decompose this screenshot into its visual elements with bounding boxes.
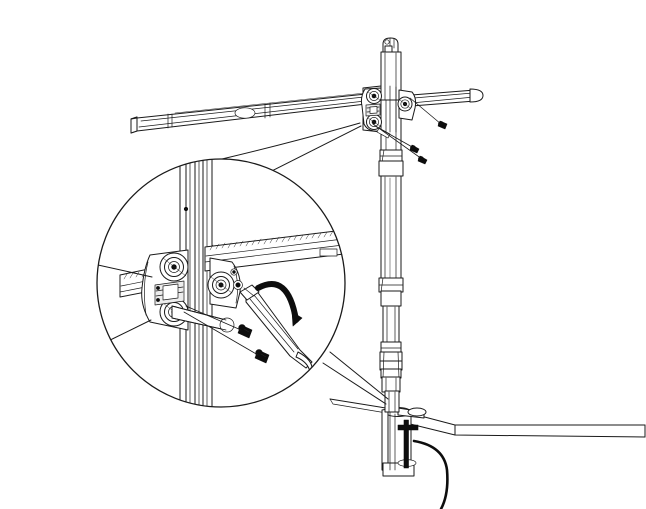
magnified-side-screw	[233, 280, 243, 290]
hex-key-tool	[239, 284, 313, 373]
post-collar-1	[379, 149, 403, 163]
fastener-callouts-main	[372, 97, 448, 165]
clamp-center-block	[365, 103, 381, 117]
magnified-post-hole	[183, 206, 189, 212]
post-stage-3	[380, 175, 402, 283]
magnified-knob-upper	[159, 252, 189, 282]
post-collar-2	[378, 277, 404, 293]
rotation-direction-arrow	[255, 281, 303, 327]
post-stage-1	[380, 51, 402, 101]
post-joint-2	[380, 290, 402, 307]
magnified-conical-pointer	[171, 305, 235, 333]
crossbar-recess	[319, 248, 338, 257]
clamp-knob-lower	[366, 114, 382, 130]
post-stage-2	[380, 99, 402, 153]
crossbar-knurl-hatch	[209, 229, 345, 251]
detail-circle-contents	[97, 159, 345, 407]
post-joint-1	[378, 160, 404, 177]
clamp-knob-right	[397, 96, 413, 112]
magnified-knob-right	[207, 271, 235, 299]
crossbar-left-arm	[130, 92, 367, 134]
callout-screw-2	[409, 144, 420, 154]
magnified-clamp-bracket-right	[207, 257, 243, 309]
post-lower-collars	[379, 341, 403, 393]
detail-screw-leaders	[183, 305, 259, 356]
callout-screw-1	[437, 120, 448, 130]
callout-screw-3	[417, 155, 428, 165]
detail-circle-outline	[96, 158, 346, 408]
detail-circle-group	[96, 158, 346, 408]
power-cable	[412, 439, 449, 509]
magnified-center-block	[154, 280, 185, 306]
crossbar-adjust-boss	[234, 107, 256, 119]
clamp-knob-upper	[366, 88, 382, 104]
